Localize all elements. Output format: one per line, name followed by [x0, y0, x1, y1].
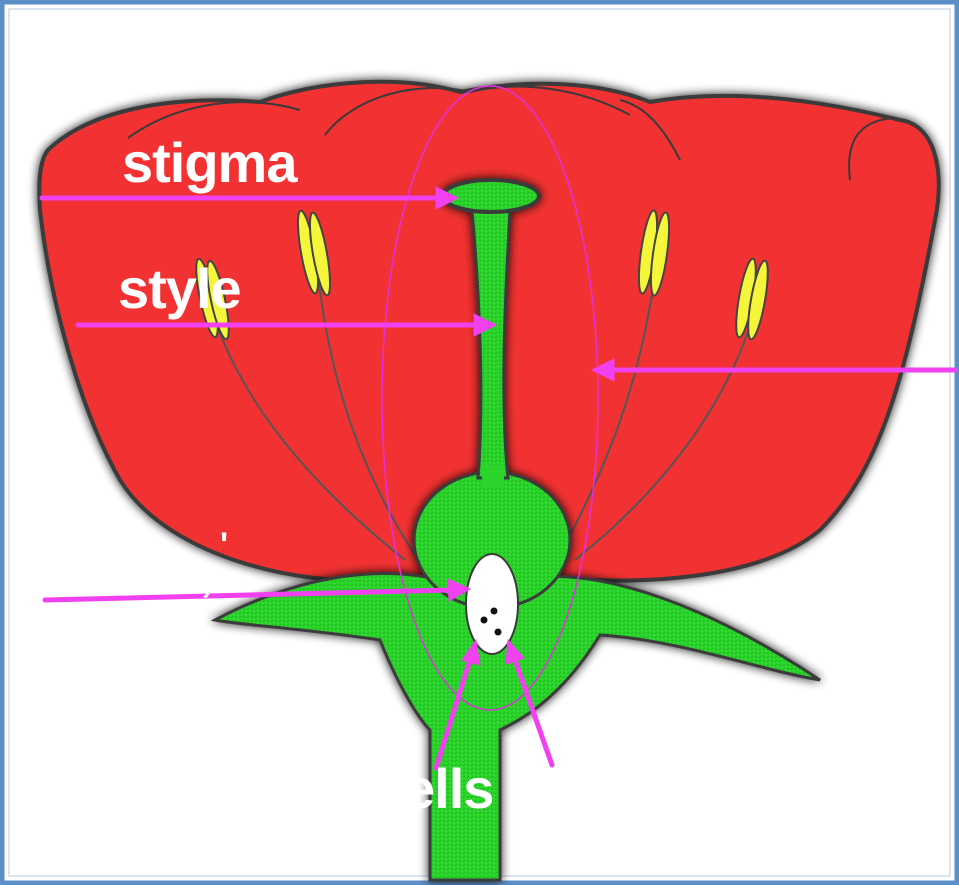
- stigma-label: stigma: [122, 131, 298, 194]
- style-label: style: [118, 257, 241, 320]
- ovule: [466, 554, 518, 654]
- cells-label: ells: [404, 757, 493, 820]
- label-fragment: ': [220, 526, 227, 564]
- stigma-shape: [443, 180, 539, 212]
